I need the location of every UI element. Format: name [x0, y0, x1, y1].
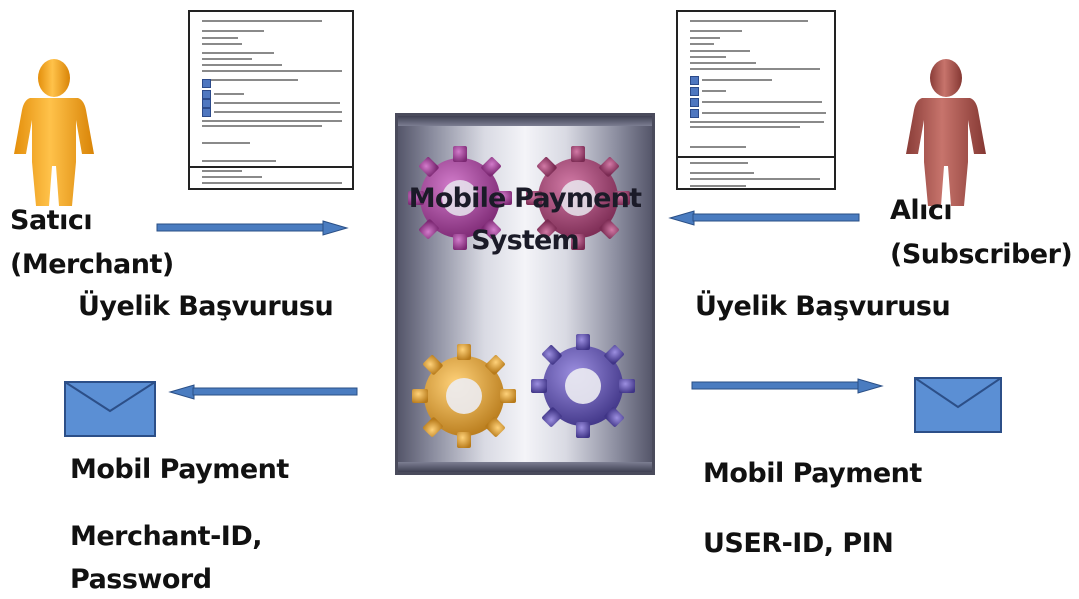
arrow-system-to-merchant-icon: [168, 384, 358, 400]
merchant-message-title: Mobil Payment: [70, 454, 289, 485]
merchant-application-form: [188, 10, 354, 190]
orange-gear-icon: [412, 344, 516, 448]
arrow-merchant-to-system-icon: [156, 220, 349, 236]
merchant-role-line1: Satıcı: [10, 205, 93, 236]
merchant-credentials-line2: Password: [70, 564, 212, 595]
merchant-envelope-icon: [64, 381, 156, 437]
merchant-role-line2: (Merchant): [10, 249, 174, 280]
purple-gear-icon: [408, 146, 512, 250]
subscriber-envelope-icon: [914, 377, 1002, 433]
arrow-subscriber-to-system-icon: [668, 210, 860, 226]
subscriber-application-form: [676, 10, 836, 190]
subscriber-person-icon: [906, 59, 986, 206]
system-title-line2: System: [471, 225, 579, 256]
arrow-system-to-subscriber-icon: [691, 378, 884, 394]
gears-graphic: [408, 146, 635, 448]
system-title-line1: Mobile Payment: [408, 183, 642, 214]
subscriber-role-line1: Alıcı: [890, 195, 953, 226]
subscriber-message-title: Mobil Payment: [703, 458, 922, 489]
pink-gear-icon: [526, 146, 630, 250]
merchant-credentials-line1: Merchant-ID,: [70, 521, 263, 552]
merchant-person-icon: [14, 59, 94, 206]
subscriber-role-line2: (Subscriber): [890, 239, 1073, 270]
subscriber-credentials: USER-ID, PIN: [703, 528, 894, 559]
blue-gear-icon: [531, 334, 635, 438]
merchant-application-label: Üyelik Başvurusu: [78, 291, 334, 322]
subscriber-application-label: Üyelik Başvurusu: [695, 291, 951, 322]
